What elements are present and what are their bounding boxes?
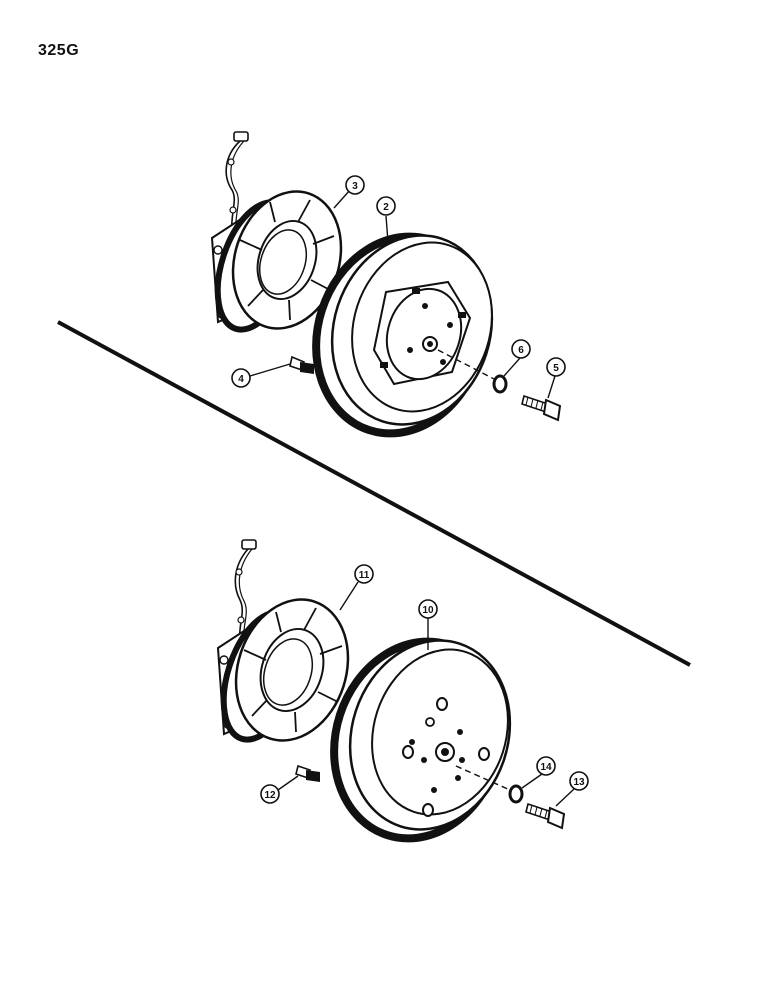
callout-label-12: 12 xyxy=(264,790,276,801)
callout-label-13: 13 xyxy=(573,777,585,788)
washer-upper xyxy=(492,374,508,394)
callout-label-4: 4 xyxy=(238,374,244,385)
callout-3: 3 xyxy=(333,175,365,209)
callout-label-3: 3 xyxy=(352,181,358,192)
coil-wire-lead-upper xyxy=(225,131,249,233)
callout-11: 11 xyxy=(339,564,374,611)
clutch-pulley-lower xyxy=(330,637,512,843)
field-coil-lower xyxy=(216,598,350,743)
clutch-pulley-upper xyxy=(312,232,494,438)
callout-label-11: 11 xyxy=(359,570,370,581)
section-divider-line xyxy=(57,320,691,667)
bolt-lower xyxy=(525,802,566,830)
coil-wire-lead-lower xyxy=(234,539,257,641)
callout-6: 6 xyxy=(503,339,531,377)
mounting-screw-upper xyxy=(289,355,314,374)
bolt-upper xyxy=(521,394,562,422)
callout-12: 12 xyxy=(260,775,299,804)
callout-5: 5 xyxy=(546,357,566,399)
upper-assembly: 3 2 4 6 5 xyxy=(210,131,566,438)
field-coil-upper xyxy=(210,190,343,333)
callout-label-5: 5 xyxy=(553,363,559,374)
callout-label-6: 6 xyxy=(518,345,524,356)
alignment-line-upper xyxy=(437,349,497,381)
callout-2: 2 xyxy=(376,196,396,243)
washer-lower xyxy=(508,784,524,804)
callout-4: 4 xyxy=(231,363,291,388)
callout-label-14: 14 xyxy=(540,762,552,773)
mounting-screw-lower xyxy=(295,764,320,782)
callout-10: 10 xyxy=(418,599,438,650)
model-label: 325G xyxy=(38,42,80,59)
callout-label-2: 2 xyxy=(383,202,389,213)
lower-assembly: 11 10 12 14 13 xyxy=(216,539,589,843)
callout-13: 13 xyxy=(555,771,589,807)
callout-14: 14 xyxy=(521,756,556,789)
callout-label-10: 10 xyxy=(422,605,434,616)
